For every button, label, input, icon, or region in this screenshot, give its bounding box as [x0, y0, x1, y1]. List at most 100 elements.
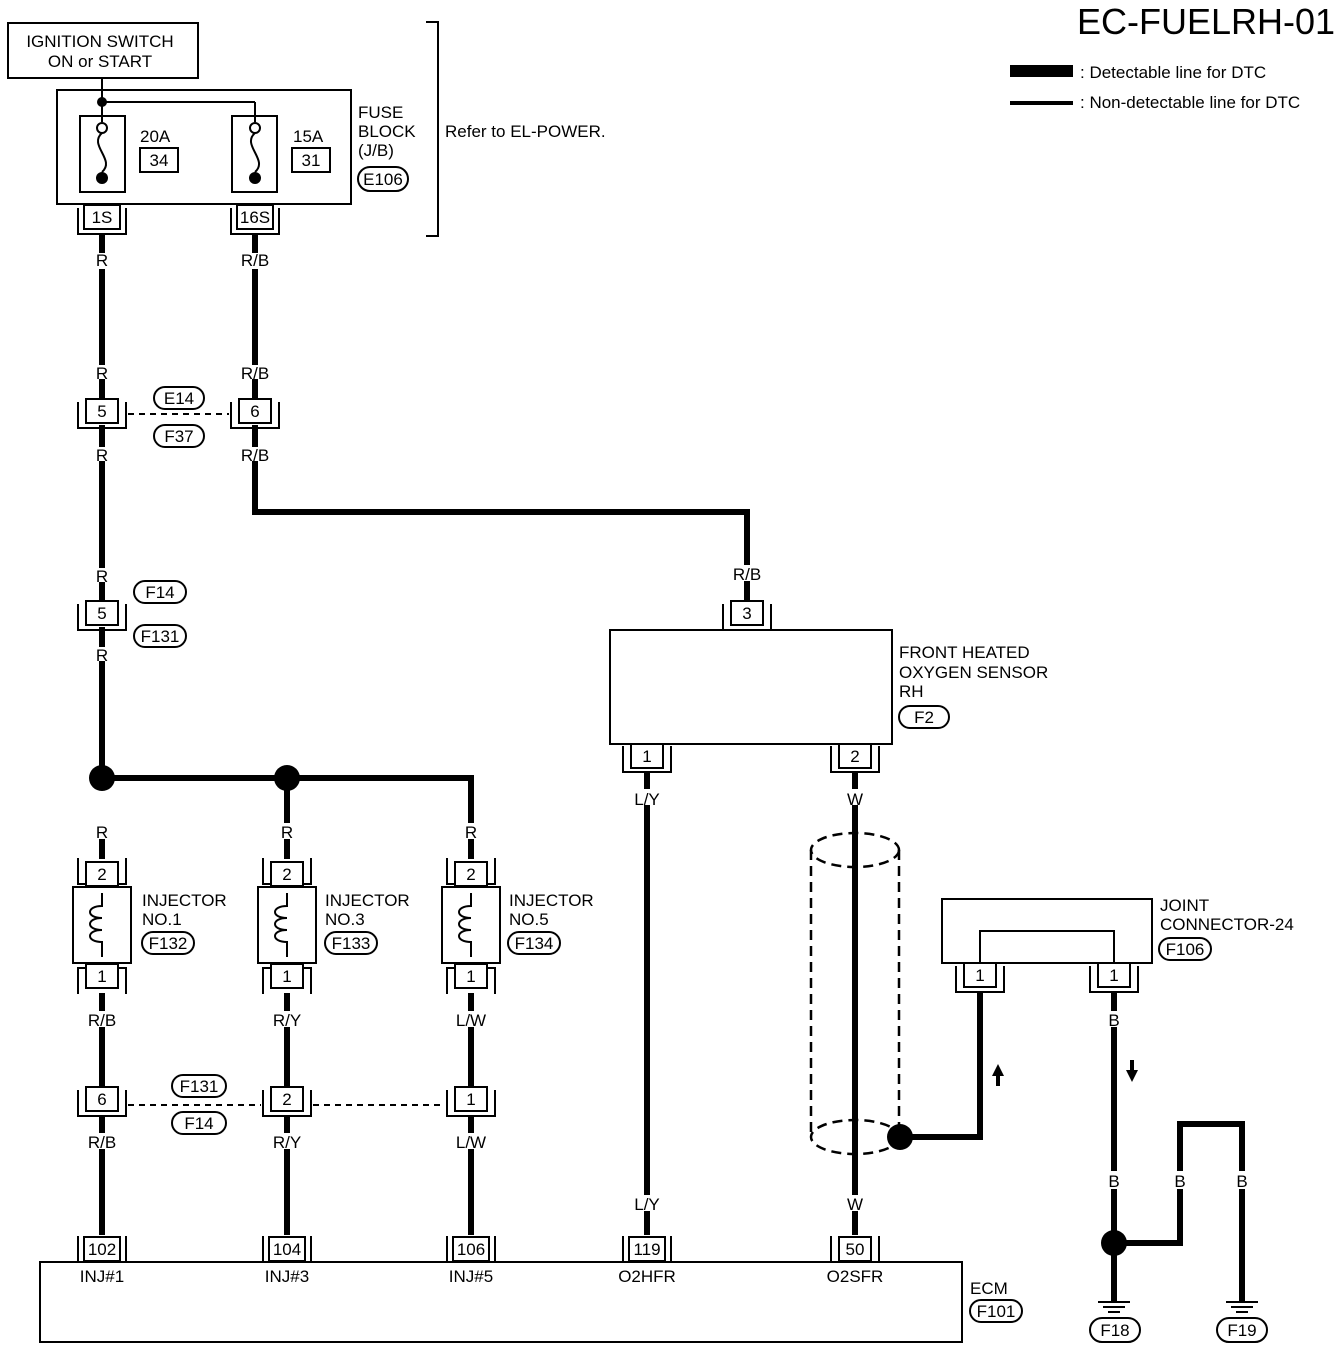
legend-non-detectable-label: : Non-detectable line for DTC [1080, 93, 1300, 112]
fuse-block-label-1: FUSE [358, 103, 403, 122]
connector-e14-f37: 5 6 E14 F37 [77, 386, 280, 448]
diagram-title: EC-FUELRH-01 [1077, 1, 1335, 42]
sensor-label-3: RH [899, 682, 924, 701]
connector-pin: 16S [230, 204, 280, 235]
wire-color-label: L/W [456, 1011, 486, 1030]
connector-pin: 2 [850, 747, 859, 766]
wire-color-label: R [96, 567, 108, 586]
svg-text:16S: 16S [240, 208, 270, 227]
connector-id: F14 [184, 1114, 213, 1133]
wire-color-label: W [847, 1195, 863, 1214]
connector-pin: 6 [97, 1090, 106, 1109]
wire-color-label: R [96, 446, 108, 465]
connector-id: F134 [515, 934, 554, 953]
connector-pin: 2 [282, 1090, 291, 1109]
wire-color-label: R/B [241, 446, 269, 465]
fuse-1-amperage: 20A [140, 127, 171, 146]
wire-color-label: L/Y [634, 1195, 660, 1214]
connector-pin: 2 [282, 865, 291, 884]
wire-color-label: B [1108, 1172, 1119, 1191]
wire-color-label: B [1108, 1011, 1119, 1030]
wire-color-label: B [1236, 1172, 1247, 1191]
wire-color-label: B [1174, 1172, 1185, 1191]
connector-pin: 1 [466, 1090, 475, 1109]
shield-wire [809, 831, 901, 1156]
ecm-pin: 50 [846, 1240, 865, 1259]
connector-id: F106 [1166, 940, 1205, 959]
splice-point [1101, 1230, 1127, 1256]
connector-pin: 3 [742, 604, 751, 623]
wire-color-label: R [96, 251, 108, 270]
connector-id: F101 [977, 1302, 1016, 1321]
sensor-label-2: OXYGEN SENSOR [899, 663, 1048, 682]
joint-connector-24: 1 1 JOINT CONNECTOR-24 F106 [941, 896, 1294, 1086]
ecm: 102 104 106 119 50 INJ#1 INJ#3 INJ#5 O2H… [39, 1236, 1023, 1343]
legend-detectable-label: : Detectable line for DTC [1080, 63, 1266, 82]
injector-no3: 2 1 INJECTOR NO.3 F133 [257, 858, 410, 994]
arrow-up-icon [992, 1064, 1004, 1086]
injector-coil-icon [274, 893, 288, 957]
connector-pin: 6 [250, 402, 259, 421]
connector-pin: 5 [97, 402, 106, 421]
ecm-pin: 102 [88, 1240, 116, 1259]
injector-label: INJECTOR [142, 891, 227, 910]
injector-label: INJECTOR [509, 891, 594, 910]
connector-pin: 5 [97, 604, 106, 623]
connector-pin: 1 [1109, 966, 1118, 985]
connector-pin: 2 [466, 865, 475, 884]
connector-pin: 1 [642, 747, 651, 766]
connector-f14-f131: 5 F14 F131 [77, 580, 187, 648]
connector-id: F131 [141, 627, 180, 646]
connector-id: F131 [180, 1077, 219, 1096]
wire-color-label: L/W [456, 1133, 486, 1152]
wire-color-label: R/Y [273, 1133, 301, 1152]
wire-color-label: R [96, 823, 108, 842]
injector-number: NO.1 [142, 910, 182, 929]
fuse-2-amperage: 15A [293, 127, 324, 146]
connector-pin: 1 [282, 967, 291, 986]
ground-f19: F19 [1216, 1301, 1268, 1343]
ground-id: F18 [1100, 1321, 1129, 1340]
ecm-terminal-label: INJ#1 [80, 1267, 124, 1286]
fuse-block-reference: Refer to EL-POWER. [445, 122, 606, 141]
wire-color-label: R [96, 364, 108, 383]
legend-detectable-swatch [1010, 65, 1073, 77]
svg-text:1S: 1S [92, 208, 113, 227]
ground-f18: F18 [1089, 1301, 1141, 1343]
wire-color-label: R/Y [273, 1011, 301, 1030]
fuse-block-label-2: BLOCK [358, 122, 416, 141]
injector-coil-icon [89, 893, 103, 957]
injector-number: NO.5 [509, 910, 549, 929]
joint-label-2: CONNECTOR-24 [1160, 915, 1294, 934]
wire-color-label: R [465, 823, 477, 842]
legend: : Detectable line for DTC : Non-detectab… [1010, 63, 1300, 112]
connector-id: F14 [145, 583, 174, 602]
injector-label: INJECTOR [325, 891, 410, 910]
connector-id: F2 [914, 708, 934, 727]
ecm-label: ECM [970, 1279, 1008, 1298]
fuse-1-number: 34 [150, 151, 169, 170]
connector-id: E14 [164, 389, 194, 408]
ignition-switch-state: ON or START [48, 52, 152, 71]
splice-point [89, 765, 115, 791]
fuse-block-label-3: (J/B) [358, 141, 394, 160]
wire-labels: R R/B R R/B R R/B R R/B R R R R R/B R/Y … [88, 251, 1248, 1214]
ecm-pin: 104 [273, 1240, 301, 1259]
injector-no5: 2 1 INJECTOR NO.5 F134 [441, 858, 594, 994]
connector-id: F133 [332, 934, 371, 953]
ecm-terminal-label: O2HFR [618, 1267, 676, 1286]
connector-pin: 1S [77, 204, 127, 235]
ecm-terminal-label: INJ#3 [265, 1267, 309, 1286]
wire-color-label: L/Y [634, 790, 660, 809]
injector-number: NO.3 [325, 910, 365, 929]
ecm-terminal-label: INJ#5 [449, 1267, 493, 1286]
wire-harness [99, 233, 1245, 1303]
injector-no1: 2 1 INJECTOR NO.1 F132 [72, 858, 227, 994]
wire-color-label: R [281, 823, 293, 842]
connector-pin: 1 [97, 967, 106, 986]
connector-pin: 1 [466, 967, 475, 986]
wire-color-label: R/B [88, 1133, 116, 1152]
connector-pin: 1 [975, 966, 984, 985]
connector-id: F37 [164, 427, 193, 446]
ground-id: F19 [1227, 1321, 1256, 1340]
